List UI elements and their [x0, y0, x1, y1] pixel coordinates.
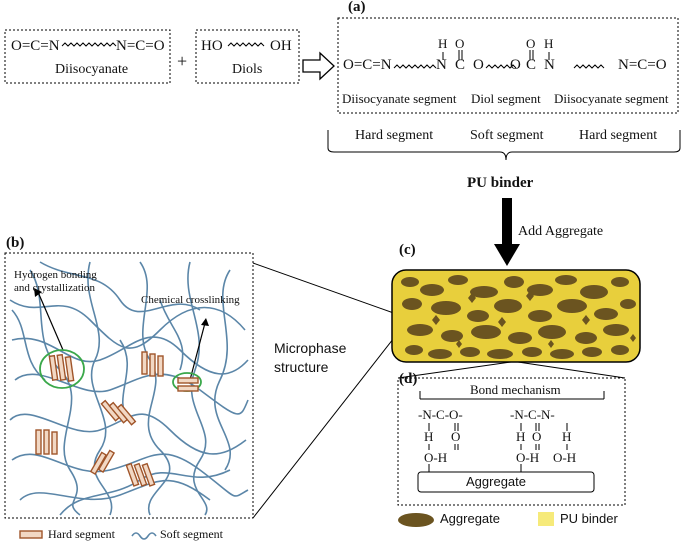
add-aggregate-arrow-head [494, 244, 520, 266]
bond-left-h: H [424, 429, 434, 444]
diisocyanate-name: Diisocyanate [55, 62, 129, 77]
legend-aggregate-label: Aggregate [440, 511, 500, 526]
diol-formula-start: HO [201, 38, 223, 54]
segment-hard-right: Hard segment [579, 128, 658, 143]
legend-soft-label: Soft segment [160, 527, 223, 541]
hard-segments [35, 351, 199, 487]
pu-product-box [337, 17, 679, 114]
legend-binder-swatch [538, 512, 554, 526]
legend-aggregate-swatch [398, 513, 434, 527]
product-c2: C [526, 57, 537, 73]
zoom-line-top [252, 262, 403, 317]
diisocyanate-formula-start: O=C=N [11, 38, 60, 54]
product-right-isocyanate: N=C=O [618, 57, 667, 73]
hbond-callout-arrowhead [34, 288, 42, 297]
product-seg-diisocyanate-left: Diisocyanate segment [342, 91, 457, 106]
bond-right-h1: H [516, 429, 526, 444]
bond-right-oh2: O-H [553, 450, 577, 465]
product-n2: N [544, 57, 555, 73]
segment-hard-left: Hard segment [355, 128, 434, 143]
diol-formula-end: OH [270, 38, 292, 54]
diisocyanate-chain [61, 42, 117, 47]
bond-sticks [428, 423, 568, 472]
microphase-label-line1: Microphase [274, 340, 347, 356]
panel-label-b: (b) [6, 235, 25, 251]
legend-binder-label: PU binder [560, 511, 618, 526]
panel-label-a: (a) [348, 0, 366, 15]
product-c1: C [455, 57, 466, 73]
product-o1: O [455, 36, 465, 51]
add-aggregate-arrow-shaft [502, 198, 512, 246]
panel-label-d: (d) [399, 371, 418, 387]
hbond-label-line2: and crystallization [14, 282, 95, 294]
product-n1: N [436, 57, 447, 73]
product-chain-left [393, 64, 437, 69]
product-o2: O [526, 36, 536, 51]
aggregate-particles [401, 275, 636, 359]
product-seg-diol: Diol segment [471, 91, 541, 106]
zoom-line-d-left [397, 361, 512, 379]
reaction-arrow [302, 51, 335, 81]
product-seg-diisocyanate-right: Diisocyanate segment [554, 91, 669, 106]
bond-left-oh: O-H [424, 450, 448, 465]
bond-right-top: -N-C-N- [510, 407, 555, 422]
product-h2: H [544, 36, 554, 51]
legend-soft-swatch [131, 532, 157, 540]
bond-left-top: -N-C-O- [418, 407, 463, 422]
bond-mechanism-box [397, 377, 626, 506]
diols-box [195, 29, 300, 84]
crosslink-label: Chemical crosslinking [141, 294, 240, 306]
pu-binder-title: PU binder [467, 175, 534, 191]
add-aggregate-label: Add Aggregate [518, 224, 604, 239]
diisocyanate-box [4, 29, 171, 84]
segment-soft: Soft segment [470, 128, 544, 143]
hbond-label-line1: Hydrogen bonding [14, 269, 97, 281]
product-link-o2: O [510, 57, 521, 73]
bond-right-o: O [532, 429, 542, 444]
segment-brace [327, 130, 681, 161]
product-left-isocyanate: O=C=N [343, 57, 392, 73]
bond-mechanism-title: Bond mechanism [470, 382, 561, 397]
legend-hard-label: Hard segment [48, 527, 115, 541]
diols-name: Diols [232, 62, 263, 77]
hbond-circle [39, 349, 85, 389]
microphase-label-line2: structure [274, 359, 329, 375]
plus-sign: + [177, 51, 188, 71]
hbond-callout-arrow [37, 291, 64, 351]
crosslink-callout-arrow [189, 322, 206, 381]
product-chain-right [573, 64, 605, 69]
bond-right-h2: H [562, 429, 572, 444]
bond-right-oh1: O-H [516, 450, 540, 465]
diisocyanate-formula-end: N=C=O [116, 38, 165, 54]
product-chain-middle [485, 64, 517, 69]
legend-hard-swatch [19, 530, 43, 539]
aggregate-surface-label: Aggregate [466, 474, 526, 489]
zoom-line-bottom [252, 319, 409, 519]
panel-label-c: (c) [399, 242, 416, 258]
crosslink-callout-arrowhead [201, 318, 209, 326]
aggregate-surface [417, 471, 595, 493]
microphase-box [4, 252, 254, 519]
zoom-line-d-right [517, 361, 626, 379]
product-h1: H [438, 36, 448, 51]
product-link-o1: O [473, 57, 484, 73]
bond-left-o: O [451, 429, 461, 444]
diol-chain [227, 42, 265, 47]
